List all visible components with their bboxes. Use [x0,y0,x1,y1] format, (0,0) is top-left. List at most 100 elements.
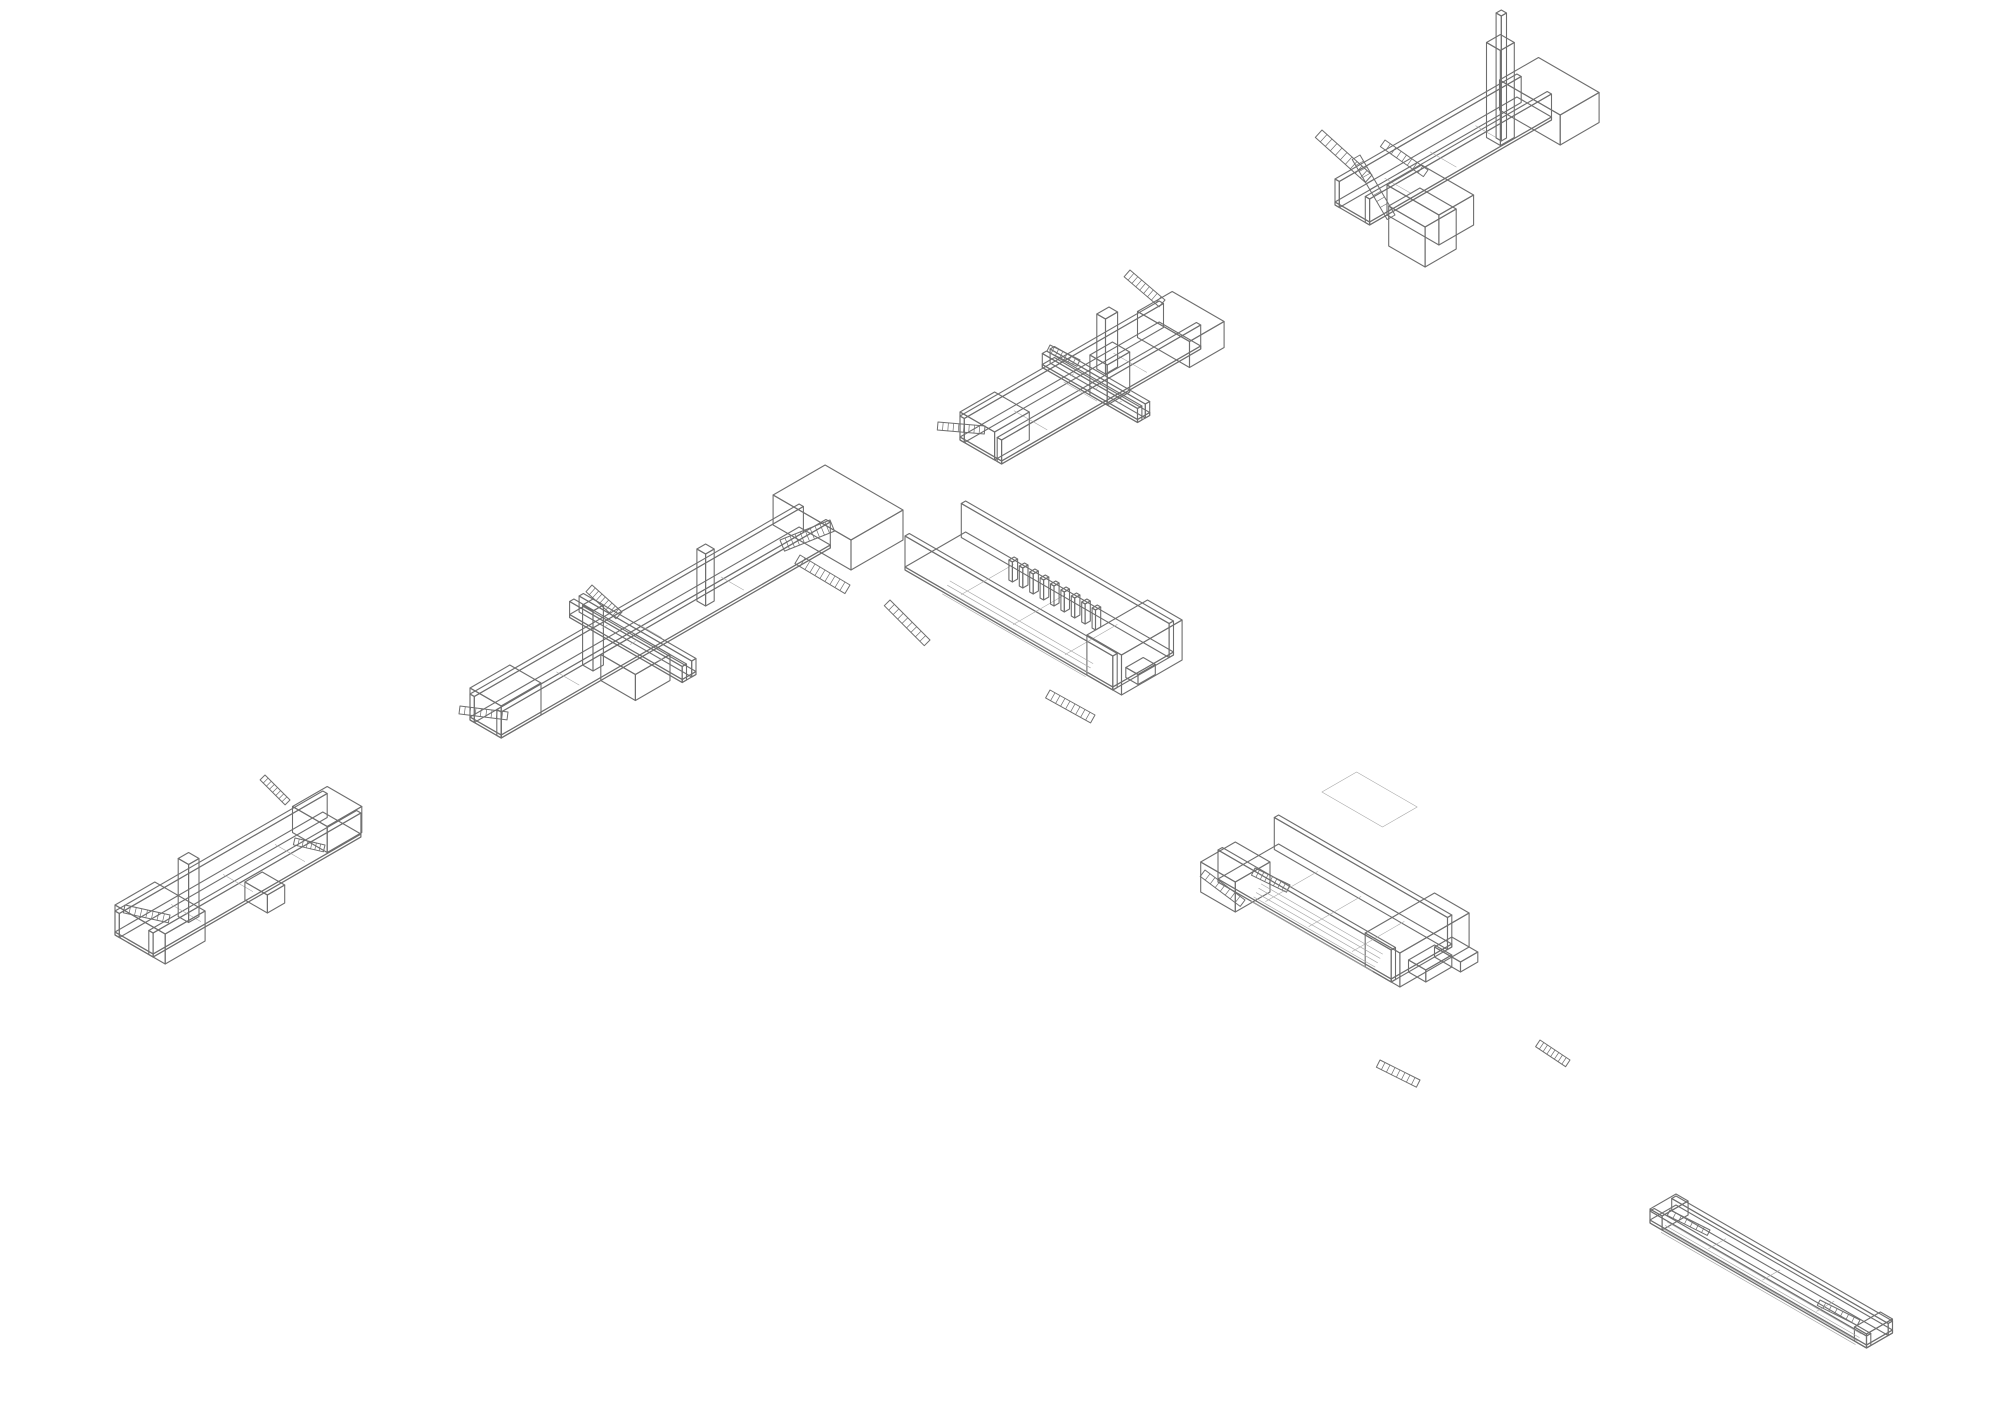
station-upper-right [1314,9,1600,268]
c-stair-cross-tread [592,590,600,599]
c-corridor-tower-b-top [696,543,715,555]
lm-stair-end-tread [1550,1049,1556,1058]
um-tower-top [1096,306,1119,320]
lm-platform-hall-floor-line [1351,921,1405,952]
c-platform-end [1086,599,1183,696]
l-stair-entry-tread [134,907,137,916]
um-entry-block-face-u [959,411,996,461]
l-main-hall [114,790,362,958]
c-platform-tracks [942,580,1094,677]
um-stair-mid-tread [1067,355,1072,363]
um-stair-entry [936,421,986,435]
c-stair-junction-a-tread [824,521,830,534]
c-platform-hall-floor-line [1064,624,1118,655]
ur-tower-top [1485,33,1515,52]
c-stair-junction-b [794,554,851,595]
c-stair-head-tread [490,709,493,719]
um-stair-entry-tread [963,423,965,433]
c-stair-cross-tread [598,596,606,605]
lm-shaded-volume [1321,771,1418,828]
c-stair-hall [1045,689,1096,724]
um-main-hall-wall-a-top [959,300,1165,420]
c-platform-end-top [1086,599,1183,656]
station-lower-middle [1199,771,1571,1088]
lr-stair-tail-tread [1845,1313,1849,1321]
ur-stair-left-tread [1339,152,1348,161]
lr-stair-tail-tread [1839,1311,1844,1318]
lm-stair-entry-tread [1219,884,1226,892]
lr-head-top [1649,1193,1689,1217]
c-stair-hall-tread [1065,700,1071,710]
ur-stair-small-tread [1412,162,1418,170]
ur-tower-mast-top [1495,9,1508,17]
um-stair-mid-tread [1072,357,1077,365]
lm-stair-entry-tread [1209,877,1216,885]
l-tower [177,851,200,924]
um-cross-bridge-wall-a-top [1041,350,1143,410]
ur-stair-diagonal-tread [1376,196,1385,202]
lm-stair-lower-outline [1375,1059,1421,1088]
lm-stair-entry-tread [1204,873,1211,881]
c-hall-column-face-v [1022,564,1029,589]
um-stair-entry-tread [978,425,981,434]
c-stair-junction-a [779,519,835,552]
c-corridor-wall-b-face-v [500,521,831,739]
ur-main-hall-wall-a-top [1334,73,1522,183]
lr-stair-head-tread [1689,1221,1694,1228]
ur-stair-diagonal-tread [1358,166,1368,172]
lm-stair-entry-b-tread [1255,869,1260,878]
ur-front-box [1388,187,1457,268]
ur-stair-small-tread [1396,150,1402,159]
l-stair-far-tread [269,784,275,790]
c-stair-cross-tread [608,605,616,614]
c-corridor-tower-b [696,543,715,607]
lm-platform-hall-floor-line [1265,871,1318,902]
c-hall-column-face-v [1032,570,1039,595]
lm-platform-hall-wall-b [1273,814,1453,951]
ur-main-hall-wall-a [1334,73,1522,209]
lm-platform-hall-wall-b-top [1273,814,1453,919]
c-corridor-annex-top [600,633,671,676]
l-main-hall-wall-a-top [114,790,328,915]
c-stair-junction-b-tread [839,581,846,591]
l-entry-block [114,881,206,965]
um-stair-mid [1046,344,1081,367]
um-stair-entry-outline [936,421,986,435]
c-cross-passage-floor-line [658,657,664,662]
lm-stair-end-tread [1557,1054,1563,1063]
c-stair-descent-tread [915,630,922,638]
lm-stair-entry-b [1251,867,1291,893]
c-stair-hall-tread [1055,695,1061,704]
c-stair-head-tread [485,708,488,718]
l-stair-entry-tread [139,908,143,917]
l-stair-side-outline [292,837,326,853]
c-hall-column-top [1081,598,1091,605]
c-junction-block-top [772,464,904,541]
lm-platform-hall-floor-line [1308,896,1362,927]
c-stair-head [458,705,509,721]
ur-stair-diagonal-tread [1383,208,1392,214]
um-stair-entry-tread [957,423,960,433]
c-hall-column-top [1029,568,1039,575]
l-stair-side-tread [301,839,304,848]
l-tower-top [177,851,200,866]
lr-platform-wall-b-face-u [1671,1197,1889,1337]
l-annex-top [244,871,286,896]
lm-stair-lower-tread [1411,1077,1416,1086]
lm-tracks-rail [1250,900,1373,972]
c-corridor-head [469,664,542,739]
c-hall-column-top [1049,580,1060,587]
lm-stair-entry-b-tread [1273,878,1278,887]
ur-stair-diagonal-tread [1365,178,1375,184]
ur-stair-small-tread [1417,165,1423,174]
c-stair-junction-a-tread [819,523,825,536]
lm-tracks-rail [1253,896,1376,968]
lm-stair-lower-tread [1401,1072,1406,1081]
lm-stair-entry-b-outline [1251,867,1291,893]
c-stair-junction-b-tread [824,572,831,582]
l-main-hall-wall-a [114,790,328,939]
lr-stair-tail-tread [1851,1316,1855,1323]
c-hall-column-top [1070,592,1081,599]
um-stair-mid-tread [1059,351,1064,359]
